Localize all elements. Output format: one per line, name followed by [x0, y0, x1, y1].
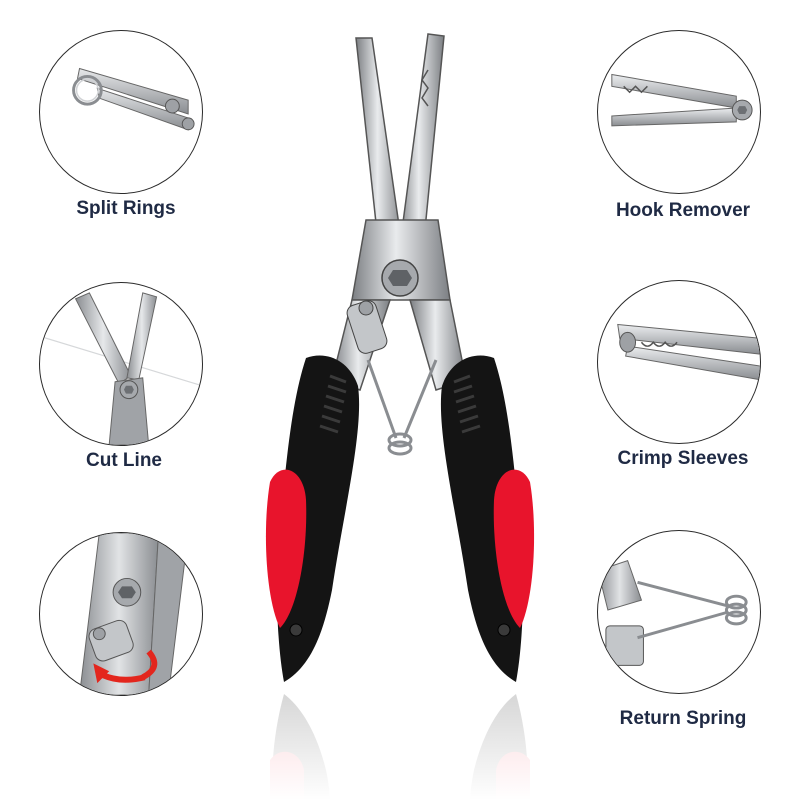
cut-line-detail-image	[39, 282, 203, 446]
hook-remover-label: Hook Remover	[615, 200, 751, 221]
cut-line-label: Cut Line	[86, 450, 162, 471]
split-rings-detail-image	[39, 30, 203, 194]
return-spring-label: Return Spring	[619, 708, 747, 729]
fishing-pliers-image	[240, 30, 560, 800]
split-rings-label: Split Rings	[76, 198, 176, 219]
return-spring-detail-image	[597, 530, 761, 694]
hook-remover-detail-image	[597, 30, 761, 194]
crimp-sleeves-label: Crimp Sleeves	[617, 448, 749, 469]
crimp-sleeves-detail-image	[597, 280, 761, 444]
lock-latch-detail-image	[39, 532, 203, 696]
